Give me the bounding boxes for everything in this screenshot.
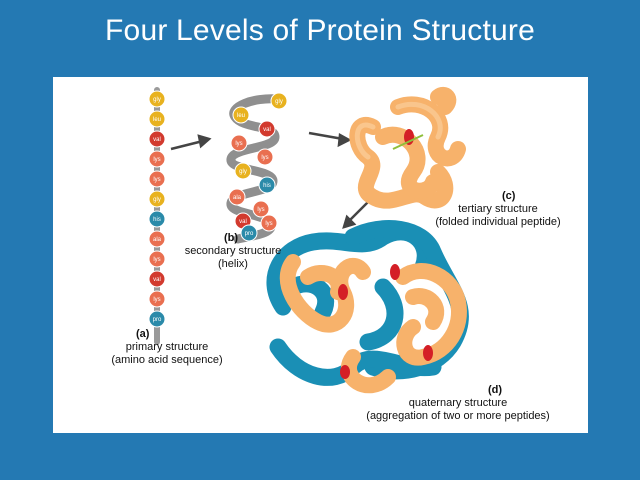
amino-acid-bead-label: gly (153, 97, 161, 103)
helix-amino-acid-bead-label: lys (261, 155, 268, 161)
helix-amino-acid-bead (270, 92, 288, 110)
helix-amino-acid-bead (232, 106, 250, 124)
helix-amino-acid-bead-label: lys (257, 207, 264, 213)
amino-acid-bead (148, 170, 166, 188)
amino-acid-bead-label: val (153, 137, 161, 143)
amino-acid-bead-label: lys (153, 257, 160, 263)
helix-amino-acid-bead (258, 176, 276, 194)
arrow-secondary-to-tertiary (308, 131, 352, 148)
diagram-panel: gly leu val lys lys gly his ala lys val lys pro gly… (53, 77, 588, 433)
helix-amino-acid-bead-label: lys (265, 221, 272, 227)
amino-acid-bead (148, 110, 166, 128)
amino-acid-bead-label: lys (153, 177, 160, 183)
helix-amino-acid-bead (252, 200, 270, 218)
helix-amino-acid-bead (234, 162, 252, 180)
helix-amino-acid-bead-label: val (239, 219, 247, 225)
helix-amino-acid-bead (256, 148, 274, 166)
helix-amino-acid-bead-label: ala (233, 195, 242, 201)
primary-chain-beads: gly leu val lys lys gly his ala lys val lys pro (148, 90, 166, 328)
tertiary-structure-label: (c) tertiary structure (folded individua… (435, 190, 561, 228)
helix-amino-acid-bead (230, 134, 248, 152)
slide-title: Four Levels of Protein Structure (105, 14, 535, 47)
helix-beads: gly leu val lys lys gly his ala lys val lys pro (228, 92, 288, 242)
helix-amino-acid-bead-label: lys (235, 141, 242, 147)
amino-acid-bead-label: his (153, 217, 161, 223)
amino-acid-bead (148, 290, 166, 308)
amino-acid-bead-label: lys (153, 157, 160, 163)
amino-acid-bead (148, 90, 166, 108)
helix-amino-acid-bead-label: gly (239, 169, 247, 175)
helix-amino-acid-bead (260, 214, 278, 232)
helix-amino-acid-bead (258, 120, 276, 138)
amino-acid-bead (148, 250, 166, 268)
tertiary-structure-illustration (349, 87, 466, 209)
quaternary-structure-label: (d) quaternary structure (aggregation of… (366, 384, 550, 422)
helix-amino-acid-bead-label: leu (237, 113, 245, 119)
amino-acid-bead (148, 150, 166, 168)
helix-amino-acid-bead-label: gly (275, 99, 283, 105)
amino-acid-bead (148, 270, 166, 288)
helix-amino-acid-bead-label: val (263, 127, 271, 133)
helix-amino-acid-bead-label: pro (245, 231, 254, 237)
amino-acid-bead-label: ala (153, 237, 162, 243)
helix-amino-acid-bead (228, 188, 246, 206)
helix-amino-acid-bead (240, 224, 258, 242)
primary-structure-label: (a) primary structure (amino acid sequen… (111, 328, 223, 366)
amino-acid-bead-label: pro (153, 317, 162, 323)
amino-acid-bead (148, 130, 166, 148)
amino-acid-bead (148, 310, 166, 328)
amino-acid-bead-label: gly (153, 197, 161, 203)
amino-acid-bead-label: leu (153, 117, 161, 123)
amino-acid-bead (148, 190, 166, 208)
arrow-tertiary-to-quaternary (342, 200, 370, 229)
amino-acid-bead-label: val (153, 277, 161, 283)
helix-amino-acid-bead-label: his (263, 183, 271, 189)
secondary-structure-label: (b) secondary structure (helix) (184, 232, 282, 270)
amino-acid-bead (148, 230, 166, 248)
quaternary-structure-illustration (266, 220, 469, 394)
arrow-primary-to-secondary (170, 134, 212, 151)
amino-acid-bead (148, 210, 166, 228)
amino-acid-bead-label: lys (153, 297, 160, 303)
protein-structure-diagram: gly leu val lys lys gly his ala lys val lys pro gly… (148, 87, 469, 394)
